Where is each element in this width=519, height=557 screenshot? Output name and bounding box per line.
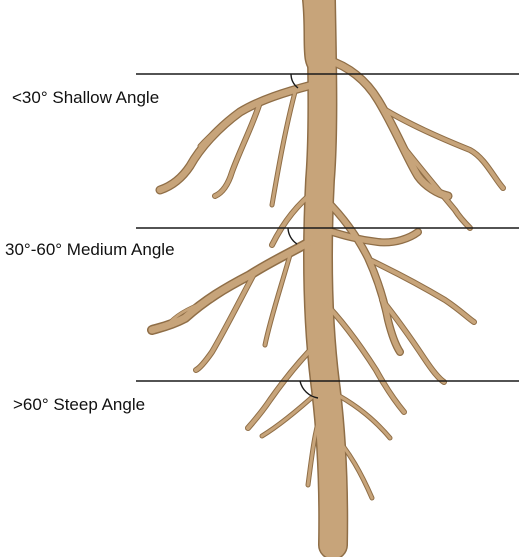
medium-angle-label: 30°-60° Medium Angle — [5, 241, 175, 258]
angle-arc-medium — [288, 228, 297, 244]
steep-angle-label: >60° Steep Angle — [13, 396, 145, 413]
shallow-angle-label: <30° Shallow Angle — [12, 89, 159, 106]
root-system — [152, 0, 503, 545]
